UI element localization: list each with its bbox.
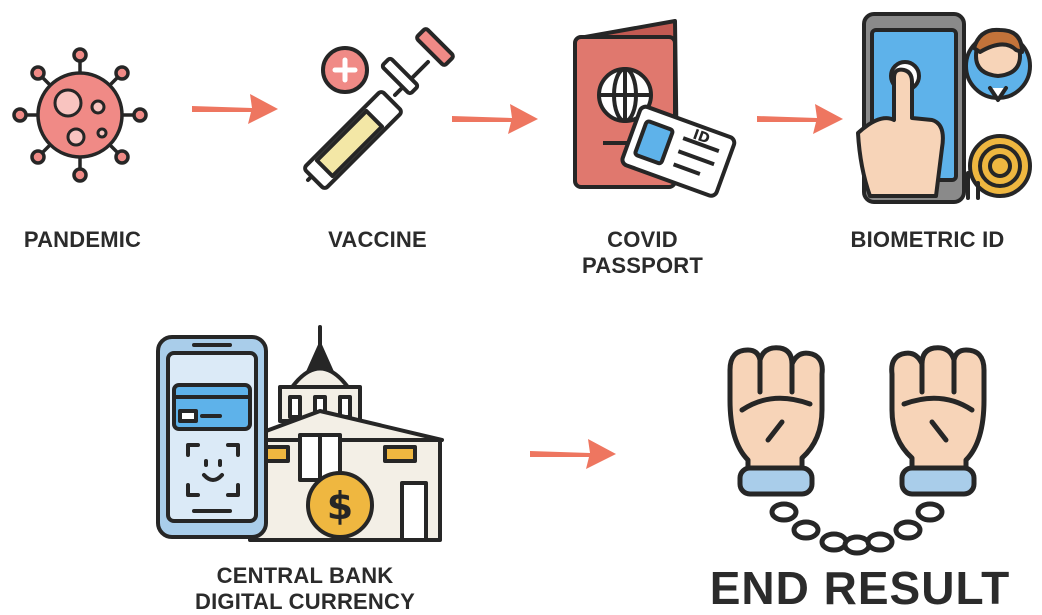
step-label-covid-passport: COVID PASSPORT: [582, 227, 703, 278]
syringe-icon: [303, 27, 455, 190]
step-label-vaccine: VACCINE: [328, 227, 427, 252]
arrow-icon: [192, 94, 278, 124]
handcuffed-fists-icon: [727, 345, 987, 556]
arrow-icon: [530, 439, 616, 469]
biometric-phone-icon: [856, 12, 1032, 204]
step-label-end-result: END RESULT: [709, 562, 1011, 614]
svg-text:ID: ID: [691, 127, 712, 148]
arrow-icon: [757, 104, 843, 134]
passport-icon: ID: [573, 19, 737, 198]
step-label-pandemic: PANDEMIC: [23, 227, 142, 252]
bank-phone-icon: $: [156, 325, 444, 542]
svg-text:$: $: [327, 484, 353, 528]
arrow-icon: [452, 104, 538, 134]
step-label-biometric-id: BIOMETRIC ID: [850, 227, 1005, 252]
step-label-central-bank-digital-currency: CENTRAL BANK DIGITAL CURRENCY: [195, 563, 415, 614]
virus-icon: [12, 47, 148, 183]
